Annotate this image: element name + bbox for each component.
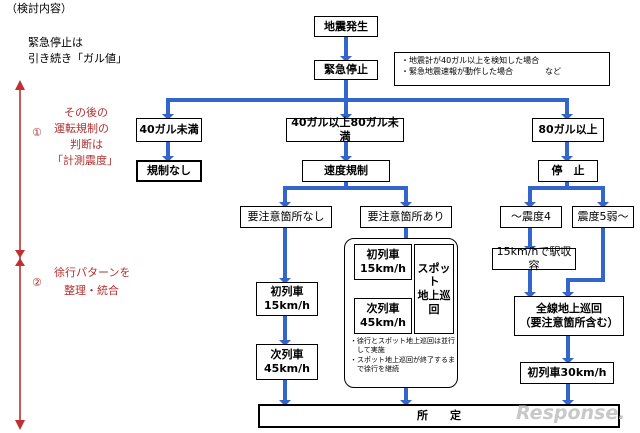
section1-line1: その後の <box>64 106 108 119</box>
section1-line4: 「計測震度」 <box>52 154 118 167</box>
emergency-stop-box: 緊急停止 <box>314 60 378 80</box>
review-label: （検討内容） <box>6 2 72 15</box>
connector <box>344 78 348 100</box>
gal-40-80-box: 40ガル以上80ガル未満 <box>286 116 404 143</box>
section2-number: ② <box>32 276 42 289</box>
connector <box>166 98 569 102</box>
first-train-box: 初列車 15km/h <box>354 244 412 280</box>
watermark-logo: Response. <box>516 402 626 424</box>
next-train-box: 次列車 45km/h <box>256 344 318 380</box>
connector <box>565 140 569 158</box>
first-train-box: 初列車 15km/h <box>256 282 318 316</box>
connector <box>528 226 532 248</box>
connector <box>283 186 287 204</box>
caution-exists-box: 要注意箇所あり <box>360 206 452 228</box>
connector <box>566 334 570 360</box>
stop-box: 停 止 <box>538 160 598 182</box>
connector <box>166 140 170 158</box>
next-train-box: 次列車 45km/h <box>354 298 412 334</box>
no-caution-box: 要注意箇所なし <box>240 206 332 228</box>
section2-line2: 整理・統合 <box>64 284 119 297</box>
connector <box>565 98 569 116</box>
speed-restriction-box: 速度規制 <box>302 160 390 182</box>
left-note-line2: 引き続き「ガル値」 <box>28 52 127 65</box>
left-note-line1: 緊急停止は <box>28 36 83 49</box>
connector <box>283 226 287 280</box>
section1-line3: 判断は <box>70 138 103 151</box>
condition-note-line2: ・緊急地震速報が動作した場合 など <box>401 66 561 76</box>
no-restriction-box: 規制なし <box>136 160 202 182</box>
patrol-note-line2: して実施 <box>350 346 385 355</box>
connector <box>528 268 532 294</box>
condition-note-line1: ・地震計が40ガル以上を検知した場合 <box>401 56 540 65</box>
spot-patrol-box: スポット 地上巡回 <box>414 244 454 334</box>
connector <box>565 180 569 188</box>
connector <box>166 98 170 116</box>
section1-line2: 運転規制の <box>54 122 109 135</box>
patrol-note: ・徐行とスポット地上巡回は並行 して実施 ・スポット地上巡回が終了するま で徐行… <box>350 337 458 375</box>
earthquake-box: 地震発生 <box>314 16 378 37</box>
station-hold-box: 15km/hで駅収容 <box>492 245 576 272</box>
connector <box>404 186 408 204</box>
seismic-over-5-box: 震度5弱～ <box>572 206 634 228</box>
connector <box>566 278 605 282</box>
full-patrol-box: 全線地上巡回 （要注意箇所含む） <box>514 296 624 336</box>
connector <box>283 314 287 342</box>
connector <box>404 226 408 240</box>
gal-over-80-box: 80ガル以上 <box>532 118 604 142</box>
connector <box>528 186 532 204</box>
connector <box>344 140 348 158</box>
first-train-30-box: 初列車30km/h <box>520 362 614 384</box>
gal-under-40-box: 40ガル未満 <box>136 118 202 142</box>
section1-number: ① <box>32 126 42 139</box>
section2-line1: 徐行パターンを <box>54 266 131 279</box>
seismic-under-4-box: ～震度4 <box>500 206 562 228</box>
connector <box>528 186 605 190</box>
connector <box>601 186 605 204</box>
connector <box>404 386 408 402</box>
connector <box>344 98 348 116</box>
connector <box>566 278 570 294</box>
connector <box>344 36 348 58</box>
connector <box>566 382 570 402</box>
connector <box>601 226 605 282</box>
patrol-note-line1: ・徐行とスポット地上巡回は並行 <box>350 337 455 345</box>
designated-box: 所 定 <box>258 404 620 428</box>
connector <box>344 180 348 188</box>
connector <box>283 378 287 402</box>
connector <box>283 186 408 190</box>
red-range-arrow <box>15 80 25 430</box>
patrol-note-line3: ・スポット地上巡回が終了するま <box>350 355 455 364</box>
condition-note: ・地震計が40ガル以上を検知した場合 ・緊急地震速報が動作した場合 など <box>394 52 610 86</box>
patrol-note-line4: で徐行を継続 <box>350 365 399 374</box>
